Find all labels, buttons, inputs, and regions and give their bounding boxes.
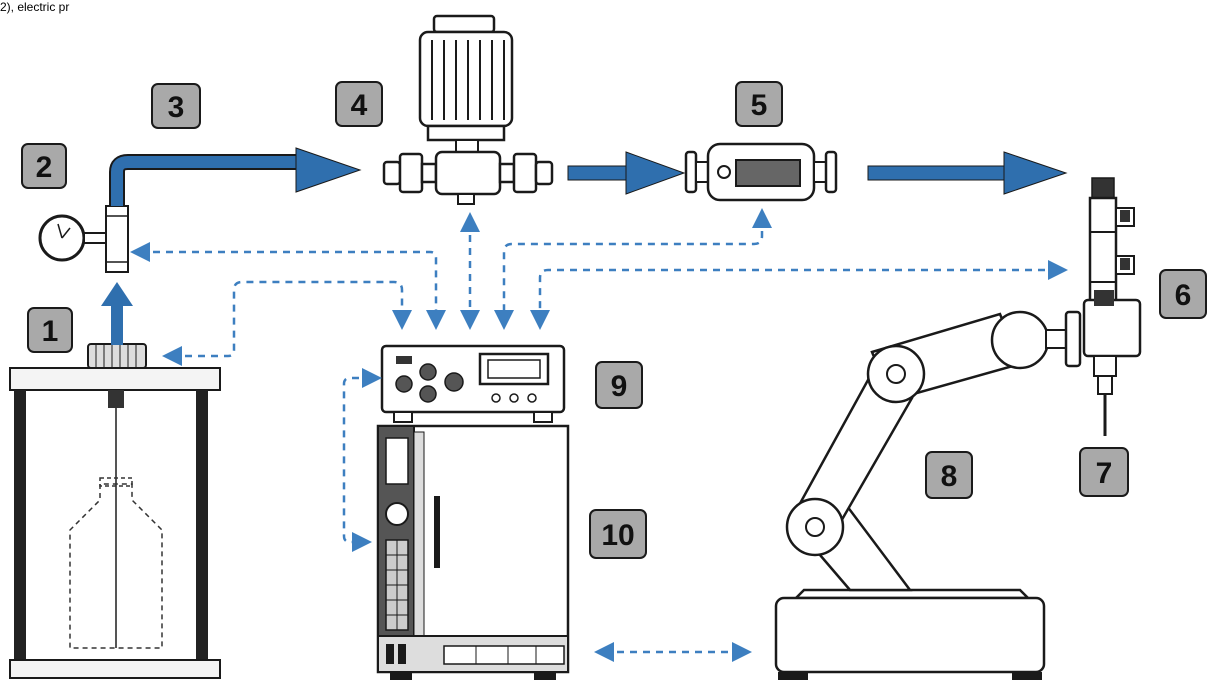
controller-icon <box>380 344 566 423</box>
label-4: 4 <box>351 89 368 122</box>
label-3: 3 <box>168 91 185 124</box>
signal-valve <box>530 260 1068 330</box>
header-fragment: 2), electric pr <box>0 0 70 14</box>
flow-meter-icon <box>684 142 838 202</box>
label-7-badge: 7 <box>1079 447 1129 497</box>
label-5: 5 <box>751 89 768 122</box>
label-10: 10 <box>601 519 634 552</box>
dispensing-valve-icon <box>1082 177 1142 436</box>
label-4-badge: 4 <box>335 81 383 127</box>
label-1-badge: 1 <box>27 307 73 353</box>
pressure-gauge-icon <box>38 205 129 273</box>
label-9-badge: 9 <box>595 361 643 409</box>
pump-motor-icon <box>382 14 554 205</box>
label-9: 9 <box>611 370 628 403</box>
label-2-badge: 2 <box>21 143 67 189</box>
reservoir-icon <box>9 343 221 679</box>
label-2: 2 <box>36 151 53 184</box>
label-7: 7 <box>1096 457 1113 490</box>
label-10-badge: 10 <box>589 509 647 559</box>
feed-arrow-up <box>101 282 133 345</box>
label-3-badge: 3 <box>151 83 201 129</box>
signal-gauge <box>130 242 446 330</box>
signal-cabinet <box>342 368 382 552</box>
flow-arrow-3 <box>867 151 1068 195</box>
label-8: 8 <box>941 460 958 493</box>
signal-reservoir <box>162 280 412 366</box>
cabinet-icon <box>376 424 570 680</box>
label-8-badge: 8 <box>925 451 973 499</box>
label-5-badge: 5 <box>735 81 783 127</box>
label-6: 6 <box>1175 279 1192 312</box>
feed-tube <box>109 147 362 206</box>
signal-flowmeter <box>494 208 772 330</box>
label-6-badge: 6 <box>1159 269 1207 319</box>
label-1: 1 <box>42 315 59 348</box>
flow-arrow-2 <box>567 151 686 195</box>
signal-lines <box>130 208 1068 662</box>
